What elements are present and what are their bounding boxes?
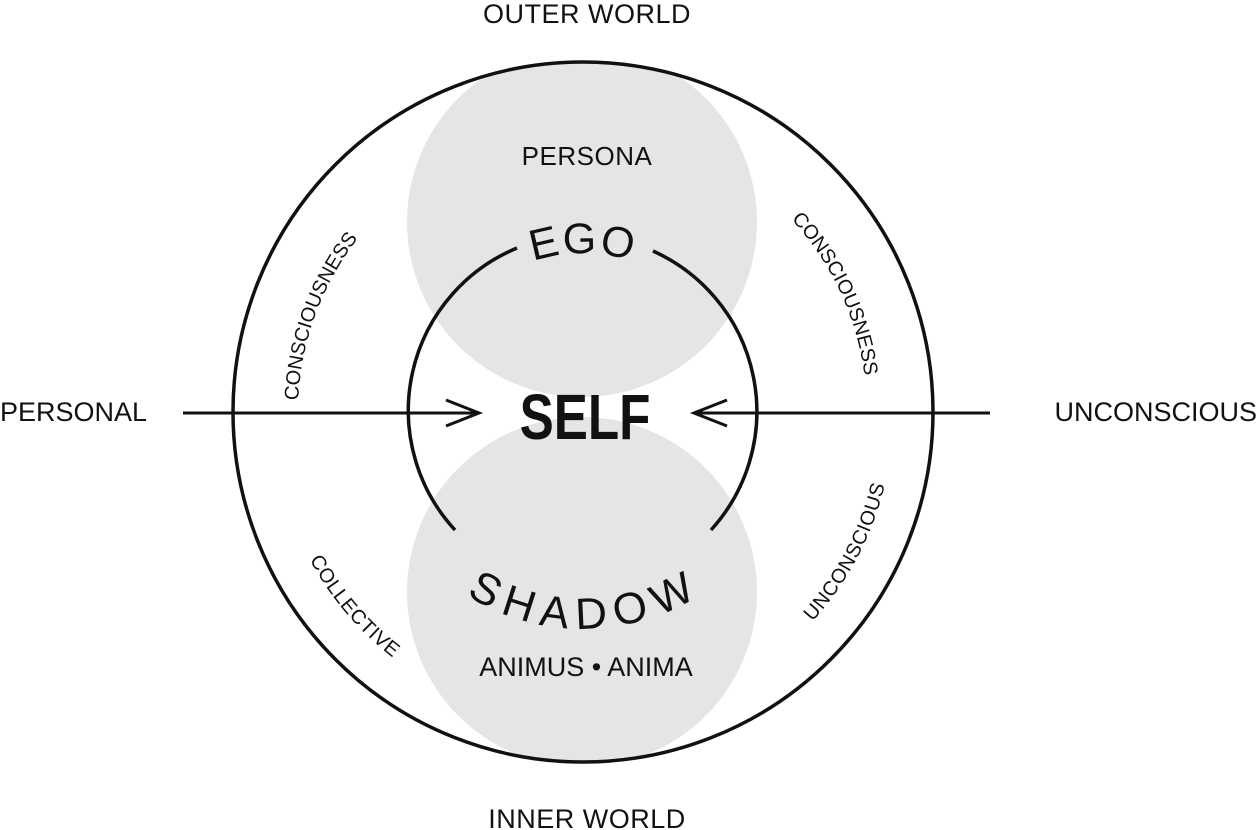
ego-label: EGO (524, 215, 641, 270)
animus-anima-label: ANIMUS • ANIMA (479, 652, 692, 682)
inner-arc-left (406, 246, 518, 532)
persona-label: PERSONA (522, 141, 653, 171)
self-label: SELF (520, 383, 651, 454)
personal-label: PERSONAL (0, 397, 147, 427)
consciousness-left-label: CONSCIOUSNESS (281, 228, 362, 401)
shadow-anima-circle (407, 417, 757, 761)
outer-world-label: OUTER WORLD (483, 0, 691, 29)
inner-arc-right (652, 249, 759, 532)
persona-ego-circle (407, 63, 757, 397)
left-arrow (183, 398, 484, 428)
consciousness-right-label: CONSCIOUSNESS (788, 208, 882, 377)
gray-circles (407, 63, 757, 761)
right-arrow (689, 398, 990, 428)
inner-world-label: INNER WORLD (488, 804, 686, 830)
unconscious-right-label: UNCONSCIOUS (1054, 397, 1257, 427)
